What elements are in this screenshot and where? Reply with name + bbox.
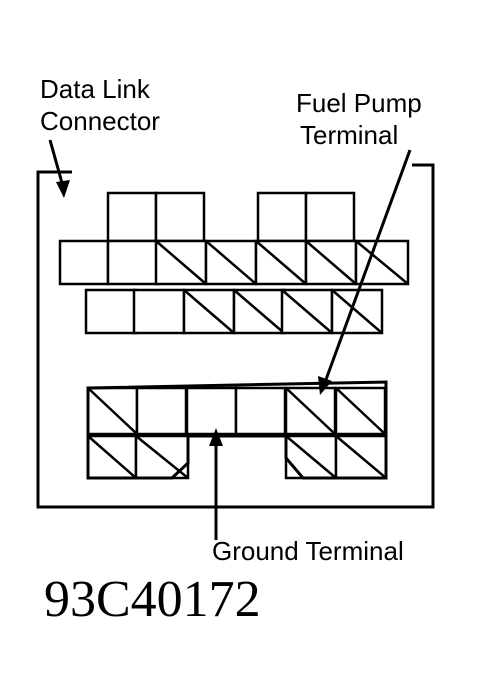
terminal-cavity	[234, 386, 287, 436]
connector-housing	[36, 163, 435, 509]
lower-terminal-block	[86, 386, 388, 480]
terminal-cavity-diagonal	[285, 387, 336, 435]
terminal-cavity-diagonal	[335, 387, 386, 435]
ground-label: Ground Terminal	[212, 536, 404, 566]
terminal-cavity	[185, 386, 238, 436]
terminal-cavity-diagonal	[233, 289, 285, 334]
terminal-cavity	[256, 191, 308, 243]
terminal-cavity	[304, 191, 356, 243]
terminal-cavity-diagonal	[355, 240, 409, 285]
terminal-cavity-diagonal	[305, 240, 357, 285]
lower-block-outline	[86, 380, 388, 480]
terminal-cavity	[106, 239, 160, 286]
terminal-cavity-diagonal	[87, 387, 138, 435]
connector-leader-arrowhead	[56, 180, 70, 198]
terminal-cavity-diagonal	[87, 435, 137, 479]
terminal-cavity-diagonal	[285, 435, 337, 479]
upper-terminal-block	[58, 191, 410, 335]
fuel-pump-label-line1: Fuel Pump	[296, 88, 422, 118]
terminal-cavity-diagonal	[205, 240, 257, 285]
terminal-cavity-diagonal	[183, 289, 235, 334]
terminal-cavity	[84, 288, 138, 335]
terminal-cavity	[135, 386, 188, 436]
connector-label-line1: Data Link	[40, 74, 151, 104]
terminal-cavity-diagonal	[155, 240, 207, 285]
connector-label-line2: Connector	[40, 106, 160, 136]
terminal-cavity-diagonal	[281, 289, 333, 334]
terminal-cavity	[58, 239, 110, 286]
fuel-pump-label-line2: Terminal	[300, 120, 398, 150]
terminal-cavity	[154, 191, 206, 243]
terminal-cavity-diagonal	[331, 289, 383, 334]
figure-code: 93C40172	[44, 571, 261, 628]
ground-leader-arrowhead	[209, 428, 223, 446]
fuel-pump-leader-arrowhead	[318, 376, 332, 395]
terminal-cavity-diagonal	[335, 435, 387, 479]
fuel-pump-leader-line	[322, 149, 412, 386]
terminal-cavity	[132, 288, 186, 335]
terminal-cavity	[106, 191, 158, 243]
terminal-cavity-diagonal	[255, 240, 307, 285]
